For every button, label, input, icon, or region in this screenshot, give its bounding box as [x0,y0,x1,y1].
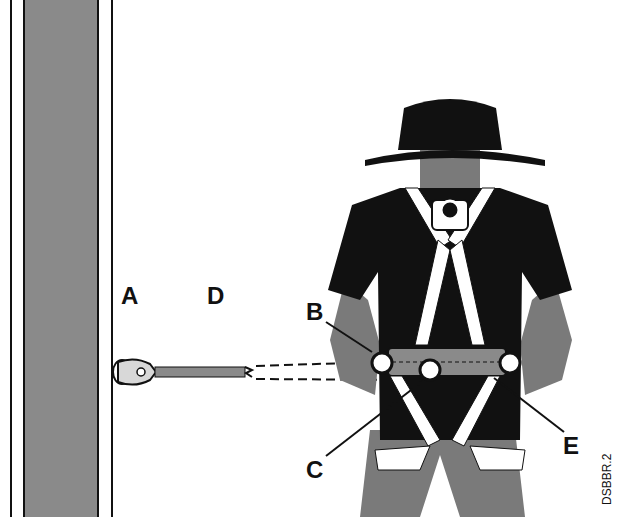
callout-letter: A [121,284,138,308]
callout-letter: E [563,434,579,458]
snap-hook [113,359,156,384]
callout-letter: B [306,300,323,324]
callout-letter: D [207,284,224,308]
worker-figure [328,99,572,517]
leader-line [326,380,424,456]
figure-code: DSBBR.2 [601,454,613,505]
callout-letter: C [306,458,323,482]
leader-line [494,378,564,432]
leader-line [326,322,372,352]
